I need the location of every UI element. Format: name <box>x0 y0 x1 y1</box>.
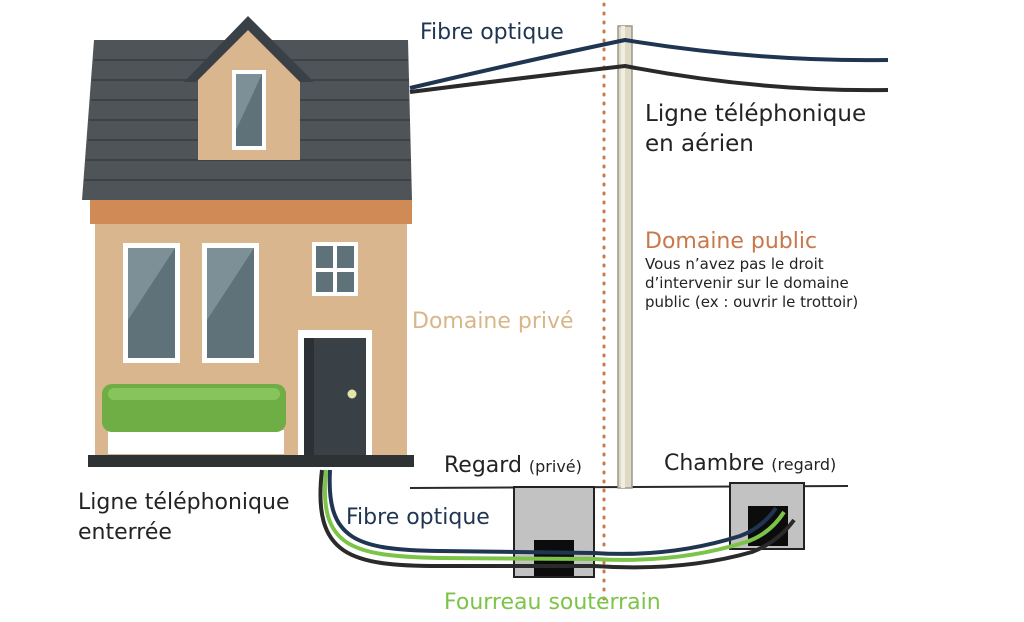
label-fibre-souterraine: Fibre optique <box>346 505 490 530</box>
regard-pit <box>513 486 595 578</box>
underground-conduit <box>322 469 786 562</box>
label-chambre-main: Chambre <box>664 451 765 476</box>
label-regard: Regard (privé) <box>444 453 582 478</box>
label-domaine-public-note-2: d’intervenir sur le domaine <box>645 274 849 292</box>
aerial-phone-cable <box>409 63 889 94</box>
aerial-fibre-cable <box>409 37 889 90</box>
house <box>82 16 414 467</box>
label-domaine-public: Domaine public <box>645 229 818 254</box>
label-ligne-aerien-1: Ligne téléphonique <box>645 101 867 127</box>
label-fibre-aerien: Fibre optique <box>420 20 564 45</box>
label-regard-sub: (privé) <box>528 457 582 476</box>
label-domaine-public-note-1: Vous n’avez pas le droit <box>645 255 824 273</box>
underground-fibre-cable <box>327 469 778 556</box>
label-chambre-sub: (regard) <box>771 455 837 474</box>
label-ligne-enterree-1: Ligne téléphonique <box>78 490 290 515</box>
underground-phone-cable <box>318 469 796 570</box>
label-ligne-aerien-2: en aérien <box>645 131 754 157</box>
telephone-pole <box>617 25 633 489</box>
label-fourreau: Fourreau souterrain <box>444 590 661 615</box>
label-domaine-prive: Domaine privé <box>412 309 574 334</box>
label-domaine-public-note-3: public (ex : ouvrir le trottoir) <box>645 293 859 311</box>
label-ligne-enterree-2: enterrée <box>78 520 172 545</box>
label-regard-main: Regard <box>444 453 522 478</box>
label-chambre: Chambre (regard) <box>664 451 836 476</box>
